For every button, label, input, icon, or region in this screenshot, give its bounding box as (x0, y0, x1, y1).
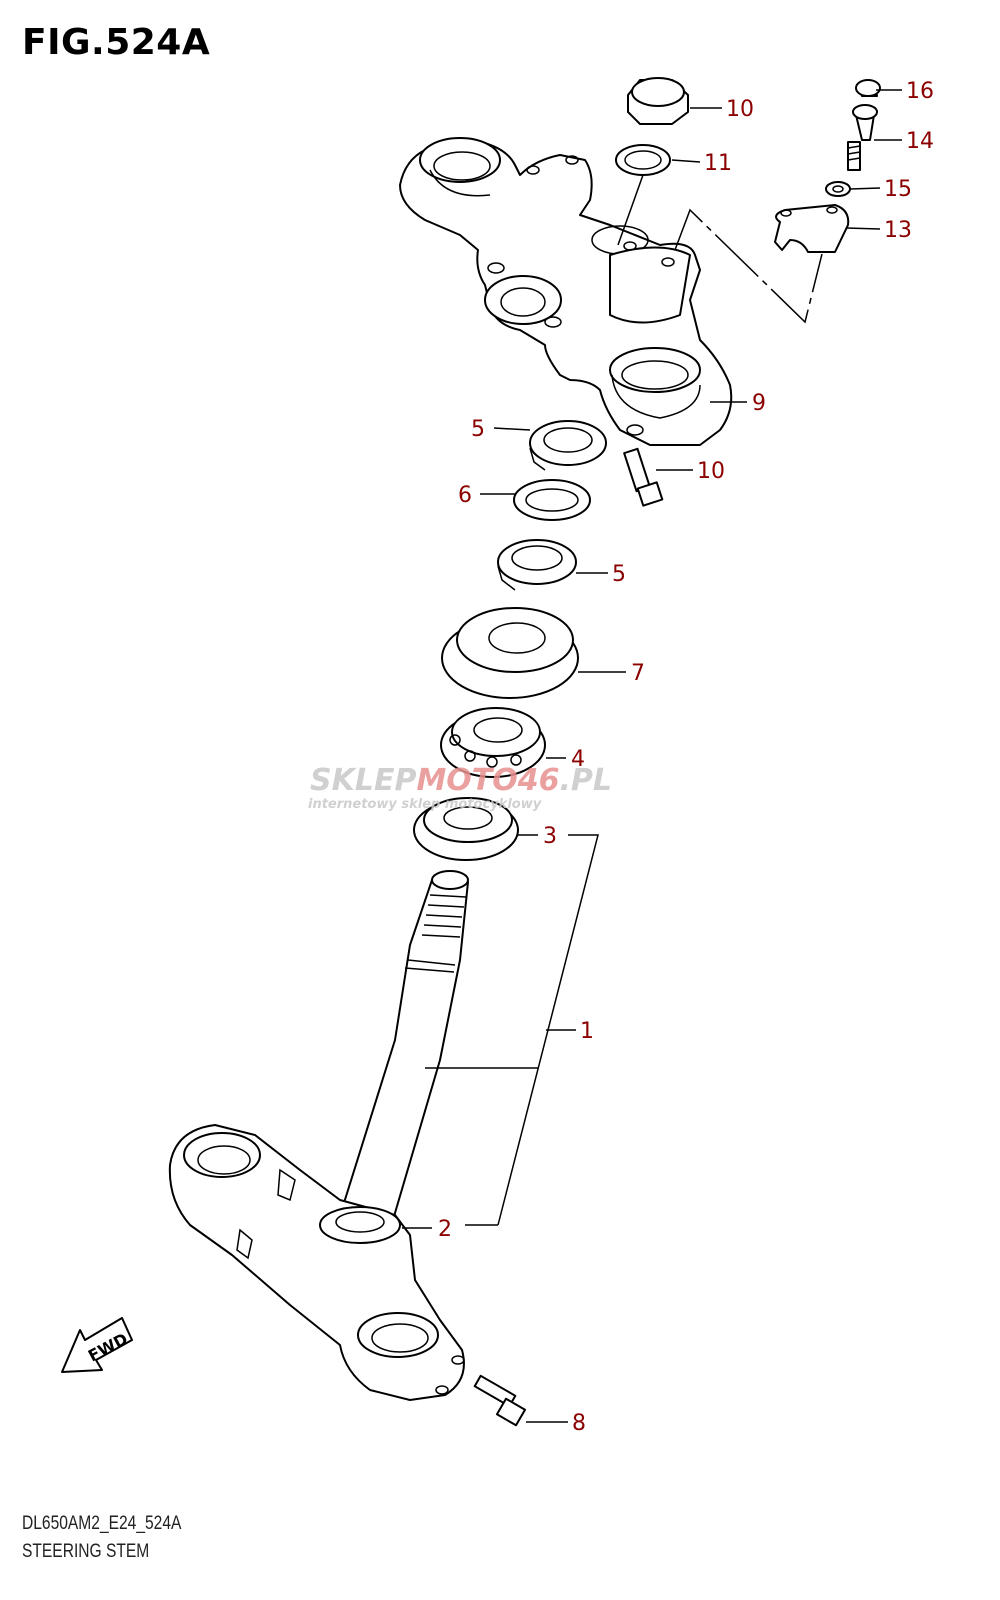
svg-text:SKLEPMOTO46.PL: SKLEPMOTO46.PL (310, 763, 612, 798)
callout-8: 8 (572, 1411, 586, 1436)
callout-5-lower: 5 (612, 562, 626, 587)
callout-4: 4 (571, 747, 585, 772)
bearing-lower (413, 797, 519, 861)
callout-12: 11 (704, 151, 732, 176)
bearing-upper (440, 707, 546, 778)
callout-13: 13 (884, 218, 912, 243)
washer-15 (825, 181, 851, 197)
lock-nut-lower (497, 539, 577, 591)
callout-14: 14 (906, 129, 934, 154)
handlebar-holder (774, 204, 850, 253)
washer-6 (513, 479, 591, 521)
steering-stem-shaft (337, 870, 469, 1231)
watermark-brand-b: MOTO46 (416, 763, 559, 798)
callout-5-upper: 5 (471, 417, 485, 442)
callout-numbers: 10 11 16 14 15 13 9 10 5 6 5 7 4 3 1 2 8 (438, 79, 934, 1436)
callout-6: 6 (458, 483, 472, 508)
bolt-8 (473, 1374, 527, 1427)
bolt-10 (623, 447, 664, 507)
callout-3: 3 (543, 824, 557, 849)
fwd-arrow: FWD (61, 1317, 133, 1373)
upper-bracket (399, 137, 733, 446)
callout-9: 9 (752, 391, 766, 416)
lock-nut-upper (529, 420, 607, 471)
watermark: SKLEPMOTO46.PL internetowy sklep motocyk… (308, 763, 612, 812)
figure-name: STEERING STEM (22, 1541, 150, 1562)
callout-10: 10 (697, 459, 725, 484)
bolt-14 (847, 104, 878, 171)
plug-16 (855, 79, 881, 97)
watermark-brand-a: SKLEP (310, 763, 416, 798)
washer-12 (615, 144, 671, 176)
stem-cap-nut (627, 77, 689, 125)
callout-15: 15 (884, 177, 912, 202)
watermark-brand-c: .PL (560, 763, 613, 798)
leader-lines (402, 89, 902, 1423)
watermark-tagline: internetowy sklep motocyklowy (308, 797, 542, 812)
callout-11: 10 (726, 97, 754, 122)
figure-code: DL650AM2_E24_524A (22, 1513, 182, 1534)
callout-1: 1 (580, 1019, 594, 1044)
dust-seal (441, 607, 579, 699)
callout-7: 7 (631, 661, 645, 686)
lower-bracket (168, 1124, 465, 1401)
callout-16: 16 (906, 79, 934, 104)
figure-title: FIG.524A (22, 22, 211, 63)
callout-2: 2 (438, 1217, 452, 1242)
